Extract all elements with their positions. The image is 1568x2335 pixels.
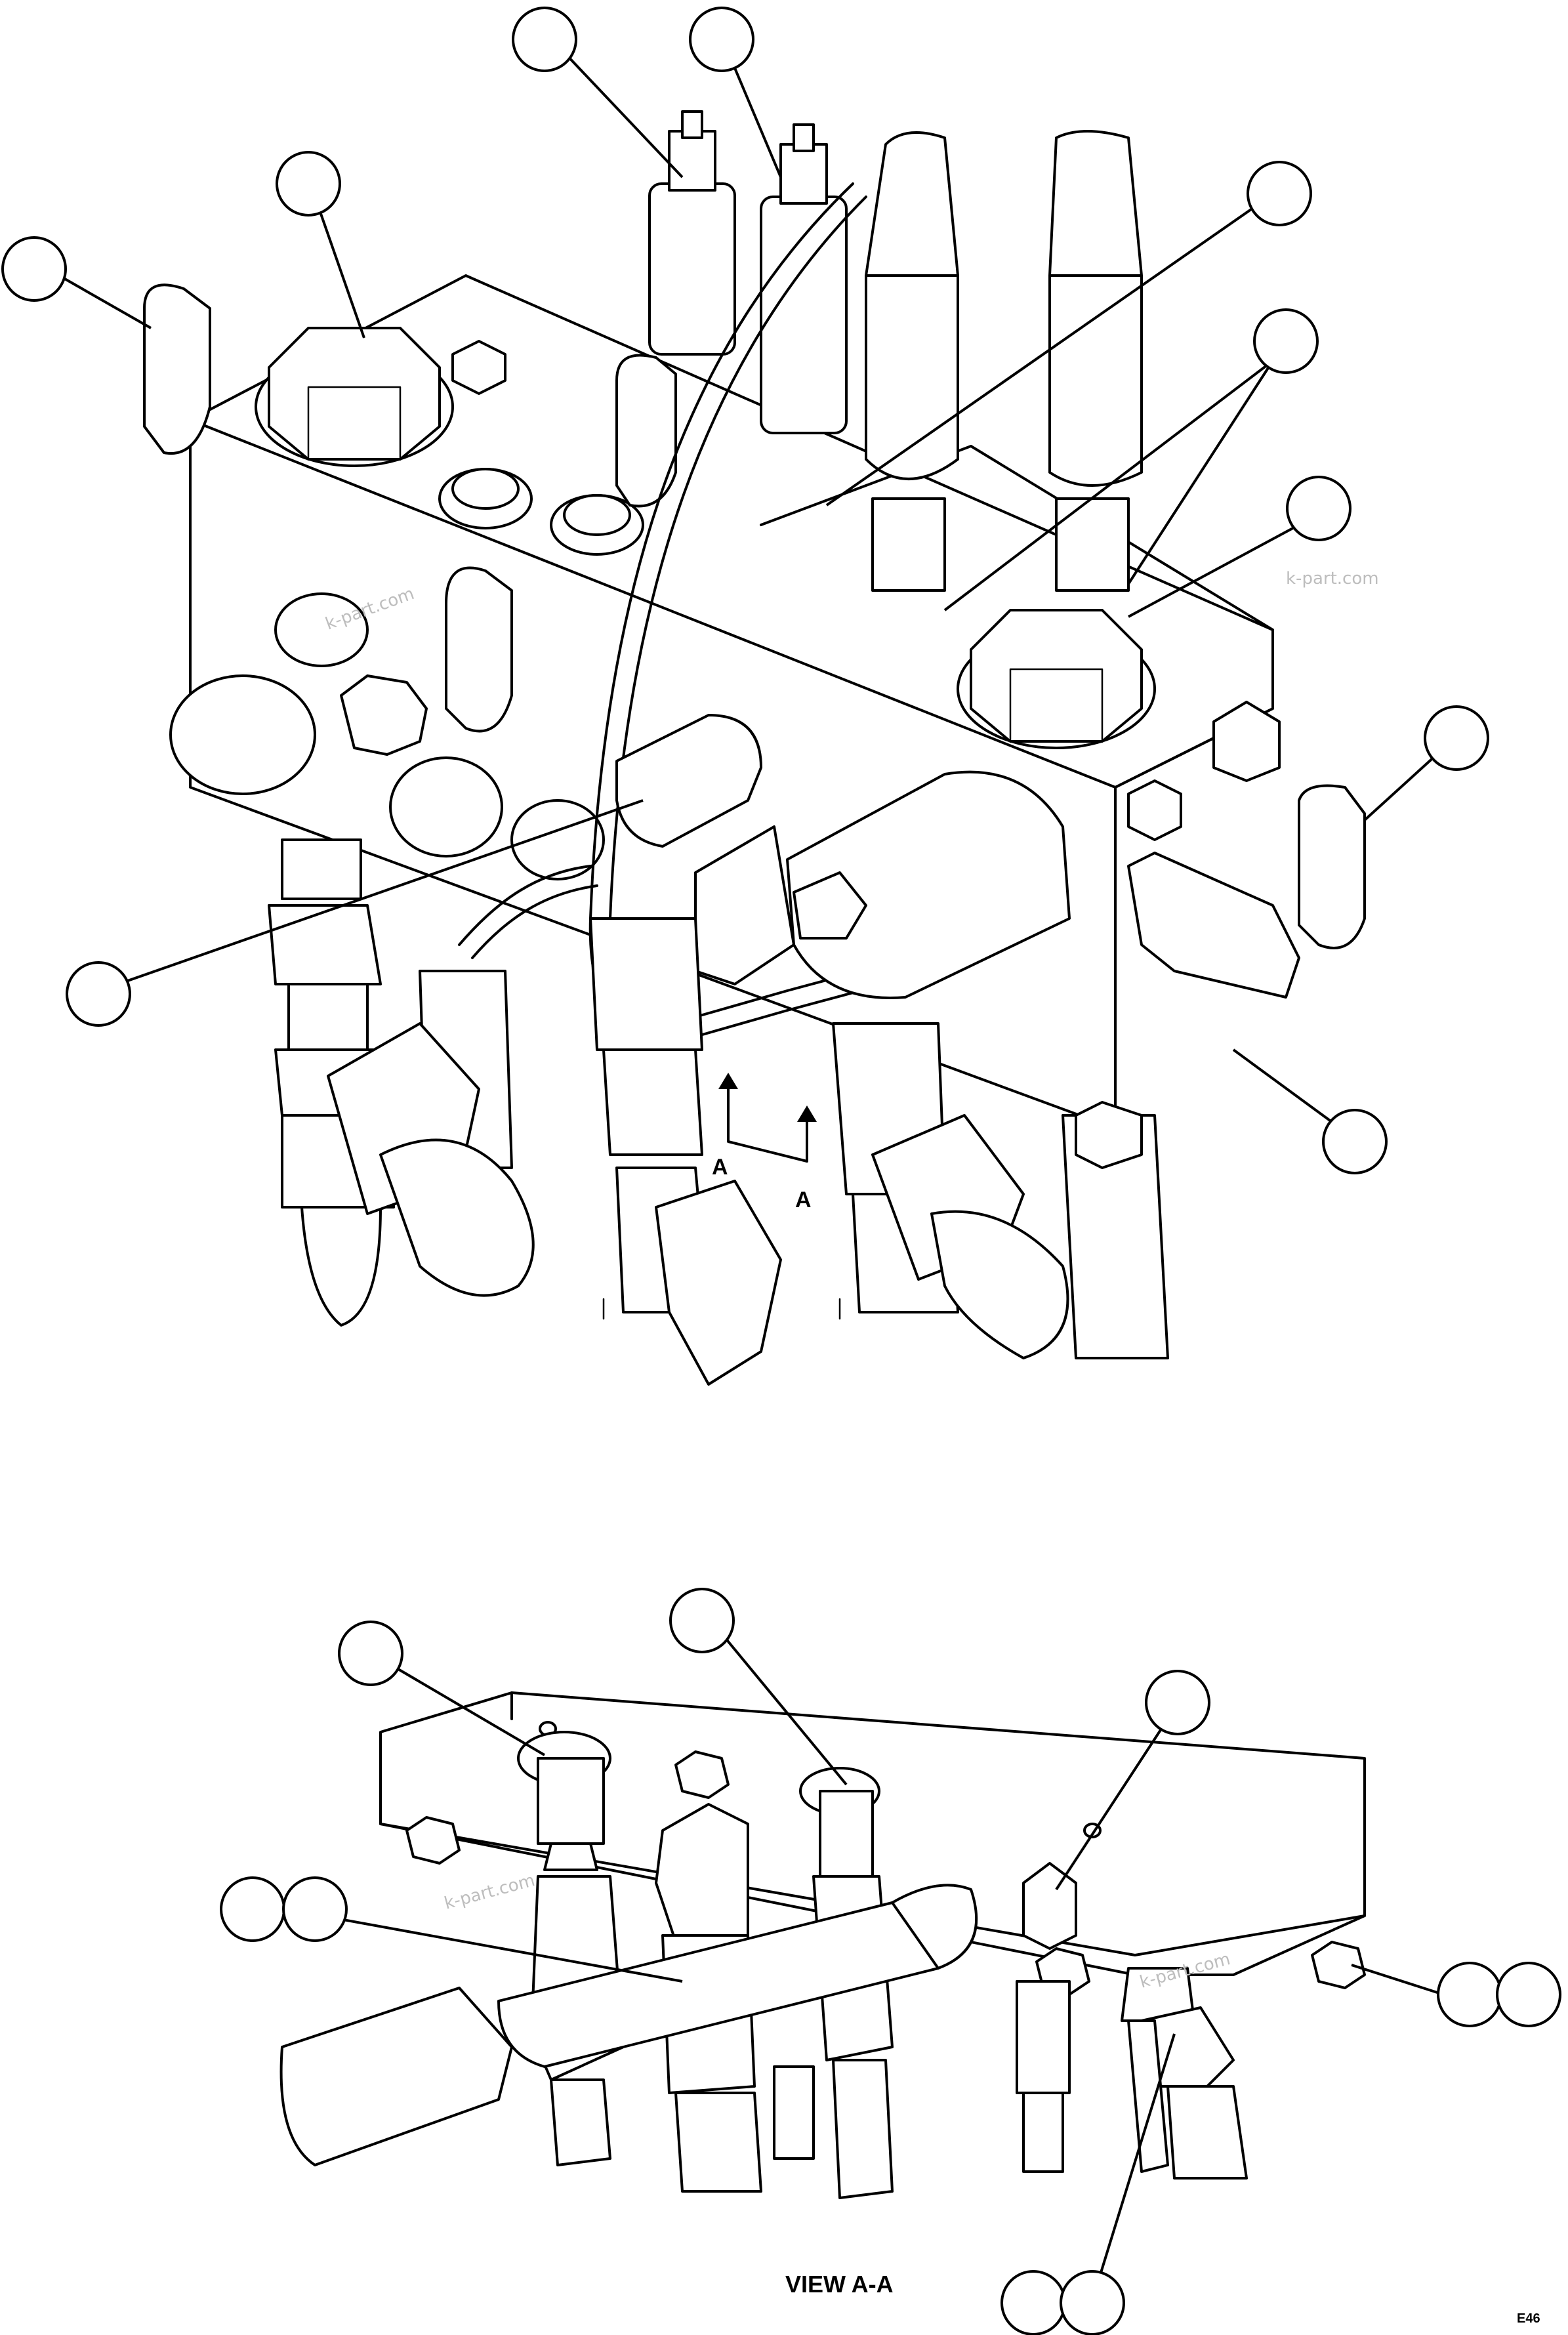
callout-bubble <box>669 1588 735 1653</box>
watermark-lower-left: k-part.com <box>442 1870 537 1914</box>
section-arrow-label-left: A <box>712 1155 728 1180</box>
section-arrows: A A <box>712 1073 817 1212</box>
lower-fittings <box>268 838 1169 1386</box>
callout-bubble <box>276 151 341 217</box>
section-arrow-label-right: A <box>795 1188 812 1212</box>
callout-bubble <box>1145 1670 1210 1735</box>
callout-bubble <box>1247 161 1312 226</box>
top-plugs <box>438 340 644 556</box>
view-aa-fittings <box>279 1731 1248 2199</box>
callout-bubble <box>1253 308 1319 374</box>
callout-bubble <box>220 1876 285 1942</box>
callouts-lower <box>220 1588 1561 2335</box>
callout-bubble <box>282 1876 348 1942</box>
callouts-upper <box>1 7 1489 1174</box>
u-handles <box>143 283 1366 949</box>
front-plugs <box>169 592 605 880</box>
valve-assembly-view: A A k-part.com k-part.com <box>1 7 1489 1386</box>
view-a-a: k-part.com k-part.com VIEW A-A <box>220 1588 1561 2335</box>
callout-bubble <box>1286 476 1351 541</box>
callout-bubble <box>512 7 577 72</box>
solenoid-coil <box>694 770 1071 999</box>
callout-bubble <box>1 236 67 302</box>
callout-bubble <box>1001 2270 1066 2335</box>
top-connectors <box>648 110 1143 592</box>
callout-bubble <box>1496 1962 1561 2027</box>
sheet-code: E46 <box>1517 2311 1540 2326</box>
callout-bubble <box>66 961 131 1027</box>
hex-cap-right <box>957 609 1156 749</box>
callout-bubble <box>1437 1962 1502 2027</box>
watermark-upper-right: k-part.com <box>1286 569 1379 589</box>
hex-cap-left <box>255 327 454 467</box>
front-cartridge <box>615 714 762 848</box>
view-caption: VIEW A-A <box>785 2271 894 2298</box>
side-plug <box>1127 701 1300 999</box>
callout-bubble <box>1060 2270 1125 2335</box>
callout-bubble <box>1322 1109 1388 1174</box>
callout-bubble <box>689 7 754 72</box>
callout-bubble <box>1424 705 1489 771</box>
callout-bubble <box>338 1621 403 1686</box>
